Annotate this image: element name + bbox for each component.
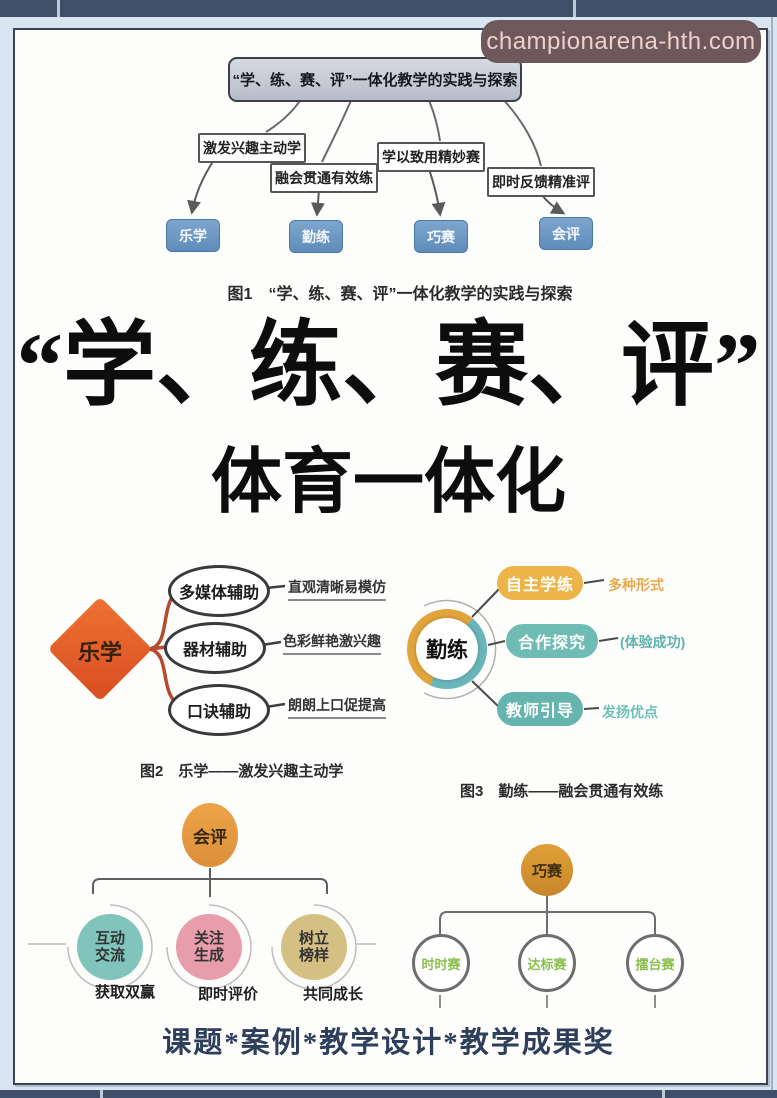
fig2-item-desc: 色彩鲜艳激兴趣 bbox=[283, 631, 381, 655]
fig3-center-text: 勤练 bbox=[426, 639, 468, 662]
fig1-node-box: 勤练 bbox=[289, 220, 343, 253]
window-edge-line bbox=[771, 17, 773, 1090]
fig2-item-label: 器材辅助 bbox=[182, 642, 247, 659]
fig2-item-desc: 朗朗上口促提高 bbox=[288, 695, 386, 719]
fig3-caption: 图3 勤练——融会贯通有效练 bbox=[460, 783, 664, 800]
fig4-item-circle: 关注 生成 bbox=[176, 914, 242, 980]
fig1-node-box: 会评 bbox=[539, 217, 593, 250]
fig2-center-label: 乐学 bbox=[77, 640, 122, 665]
fig5-item-label: 擂台赛 bbox=[635, 956, 675, 972]
fig4-center-oval: 会评 bbox=[182, 803, 238, 867]
fig1-branch-label: 激发兴趣主动学 bbox=[203, 140, 301, 156]
fig4-item-label: 关注 生成 bbox=[193, 929, 224, 964]
band-divider bbox=[57, 0, 60, 17]
band-divider bbox=[662, 1090, 665, 1098]
bottom-window-band bbox=[0, 1090, 777, 1098]
document-page bbox=[13, 28, 768, 1085]
band-divider bbox=[100, 1090, 103, 1098]
main-title-line2: 体育一体化 bbox=[210, 444, 566, 522]
fig3-item-desc: 发扬优点 bbox=[602, 704, 658, 720]
fig5-item-circle: 达标赛 bbox=[518, 934, 576, 992]
fig2-item-label: 多媒体辅助 bbox=[178, 585, 259, 602]
fig4-item-desc: 获取双赢 bbox=[95, 984, 156, 1001]
fig1-branch-box: 学以致用精妙赛 bbox=[377, 142, 485, 172]
fig1-branch-label: 即时反馈精准评 bbox=[492, 174, 590, 190]
fig5-center-label: 巧赛 bbox=[531, 862, 562, 880]
fig1-root-box: “学、练、赛、评”一体化教学的实践与探索 bbox=[228, 57, 522, 102]
fig5-center-circle: 巧赛 bbox=[521, 844, 573, 896]
fig4-item-desc: 共同成长 bbox=[303, 986, 364, 1003]
fig4-center-label: 会评 bbox=[193, 827, 227, 847]
fig3-item-pill: 自主学练 bbox=[497, 566, 583, 600]
main-title-line1: “学、练、赛、评” bbox=[16, 315, 761, 418]
fig1-node-label: 乐学 bbox=[179, 227, 207, 244]
fig1-branch-box: 融会贯通有效练 bbox=[270, 163, 378, 193]
fig3-item-label: 自主学练 bbox=[505, 577, 574, 594]
fig3-item-pill: 教师引导 bbox=[497, 692, 583, 726]
footer-text: 课题*案例*教学设计*教学成果奖 bbox=[162, 1027, 615, 1059]
fig4-item-circle: 互动 交流 bbox=[77, 914, 143, 980]
fig3-item-label: 合作探究 bbox=[517, 635, 586, 652]
fig3-center-label: 勤练 bbox=[416, 618, 478, 680]
fig1-node-label: 勤练 bbox=[302, 228, 330, 245]
fig3-item-desc: (体验成功) bbox=[620, 634, 686, 650]
fig5-item-label: 达标赛 bbox=[527, 956, 567, 972]
fig1-root-label: “学、练、赛、评”一体化教学的实践与探索 bbox=[232, 72, 518, 89]
fig1-branch-box: 激发兴趣主动学 bbox=[198, 133, 306, 163]
top-window-band bbox=[0, 0, 777, 17]
fig5-item-label: 时时赛 bbox=[421, 956, 461, 972]
fig4-item-label: 互动 交流 bbox=[94, 929, 125, 964]
fig2-item-desc: 直观清晰易模仿 bbox=[288, 577, 386, 601]
fig1-branch-label: 融会贯通有效练 bbox=[275, 170, 373, 186]
fig1-node-box: 巧赛 bbox=[414, 220, 468, 253]
fig2-caption: 图2 乐学——激发兴趣主动学 bbox=[140, 763, 344, 780]
fig4-item-desc: 即时评价 bbox=[198, 986, 259, 1003]
fig2-item-label: 口诀辅助 bbox=[186, 704, 251, 721]
fig1-branch-box: 即时反馈精准评 bbox=[487, 167, 595, 197]
fig1-branch-label: 学以致用精妙赛 bbox=[382, 149, 480, 165]
band-divider bbox=[573, 0, 576, 17]
fig1-node-label: 巧赛 bbox=[427, 228, 455, 245]
watermark-text: championarena-hth.com bbox=[486, 27, 756, 55]
fig1-node-label: 会评 bbox=[552, 225, 580, 242]
fig2-item-ellipse: 器材辅助 bbox=[164, 622, 266, 674]
fig4-item-label: 树立 榜样 bbox=[298, 929, 329, 964]
fig3-item-pill: 合作探究 bbox=[506, 624, 598, 658]
fig1-node-box: 乐学 bbox=[166, 219, 220, 252]
fig2-item-ellipse: 口诀辅助 bbox=[168, 684, 270, 736]
fig5-item-circle: 时时赛 bbox=[412, 934, 470, 992]
fig1-caption: 图1 “学、练、赛、评”一体化教学的实践与探索 bbox=[227, 286, 573, 303]
watermark-pill: championarena-hth.com bbox=[481, 20, 761, 63]
fig5-item-circle: 擂台赛 bbox=[626, 934, 684, 992]
fig3-item-label: 教师引导 bbox=[505, 703, 574, 720]
fig4-item-circle: 树立 榜样 bbox=[281, 914, 347, 980]
fig3-item-desc: 多种形式 bbox=[608, 577, 664, 593]
fig2-item-ellipse: 多媒体辅助 bbox=[168, 565, 270, 617]
